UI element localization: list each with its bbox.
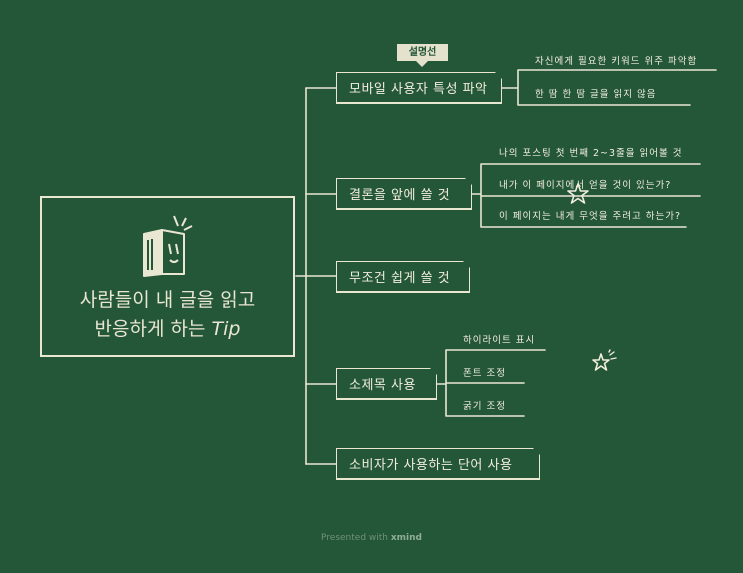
fold-corner bbox=[494, 71, 503, 80]
branch-4-children-lines bbox=[436, 349, 546, 417]
footer: Presented with xmind bbox=[0, 533, 743, 543]
branch-2-children-lines bbox=[471, 163, 701, 228]
root-title-line1: 사람들이 내 글을 읽고 bbox=[79, 289, 256, 311]
root-title-tip: Tip bbox=[211, 318, 241, 340]
footer-brand: xmind bbox=[390, 533, 422, 543]
branch-1-children-lines bbox=[501, 69, 717, 106]
branch-mobile-user[interactable]: 모바일 사용자 특성 파악 bbox=[336, 71, 503, 104]
branch-label: 소제목 사용 bbox=[349, 378, 416, 393]
fold-corner bbox=[462, 260, 471, 269]
branch-label: 결론을 앞에 쓸 것 bbox=[349, 188, 451, 203]
branch-subheading[interactable]: 소제목 사용 bbox=[336, 367, 438, 400]
leaf-2-1[interactable]: 나의 포스팅 첫 번째 2~3줄을 읽어볼 것 bbox=[499, 148, 683, 159]
branch-conclusion-first[interactable]: 결론을 앞에 쓸 것 bbox=[336, 177, 473, 210]
branch-label: 소비자가 사용하는 단어 사용 bbox=[349, 458, 513, 473]
leaf-2-2[interactable]: 내가 이 페이지에서 얻을 것이 있는가? bbox=[499, 180, 672, 191]
callout-tag[interactable]: 설명선 bbox=[397, 44, 448, 67]
footer-prefix: Presented with bbox=[321, 533, 391, 543]
branch-customer-words[interactable]: 소비자가 사용하는 단어 사용 bbox=[336, 447, 541, 480]
branch-label: 무조건 쉽게 쓸 것 bbox=[349, 271, 451, 286]
leaf-2-3[interactable]: 이 페이지는 내게 무엇을 주려고 하는가? bbox=[499, 211, 681, 222]
root-title: 사람들이 내 글을 읽고 반응하게 하는 Tip bbox=[42, 286, 293, 344]
leaf-4-1[interactable]: 하이라이트 표시 bbox=[463, 335, 536, 346]
branch-write-easy[interactable]: 무조건 쉽게 쓸 것 bbox=[336, 260, 471, 293]
book-icon bbox=[143, 215, 193, 277]
leaf-4-2[interactable]: 폰트 조정 bbox=[463, 368, 506, 379]
star-icon bbox=[592, 349, 617, 371]
branch-label: 모바일 사용자 특성 파악 bbox=[349, 82, 488, 97]
fold-corner bbox=[532, 447, 541, 456]
root-title-line2-text: 반응하게 하는 bbox=[94, 318, 212, 340]
leaf-4-3[interactable]: 굵기 조정 bbox=[463, 401, 506, 412]
fold-corner bbox=[464, 177, 473, 186]
fold-corner bbox=[429, 367, 438, 376]
leaf-1-2[interactable]: 한 땀 한 땀 글을 읽지 않음 bbox=[535, 89, 657, 100]
root-title-line2: 반응하게 하는 Tip bbox=[42, 315, 293, 344]
root-topic[interactable]: 사람들이 내 글을 읽고 반응하게 하는 Tip bbox=[40, 196, 295, 357]
star-icon bbox=[567, 183, 589, 204]
leaf-1-1[interactable]: 자신에게 필요한 키워드 위주 파악함 bbox=[535, 56, 698, 67]
